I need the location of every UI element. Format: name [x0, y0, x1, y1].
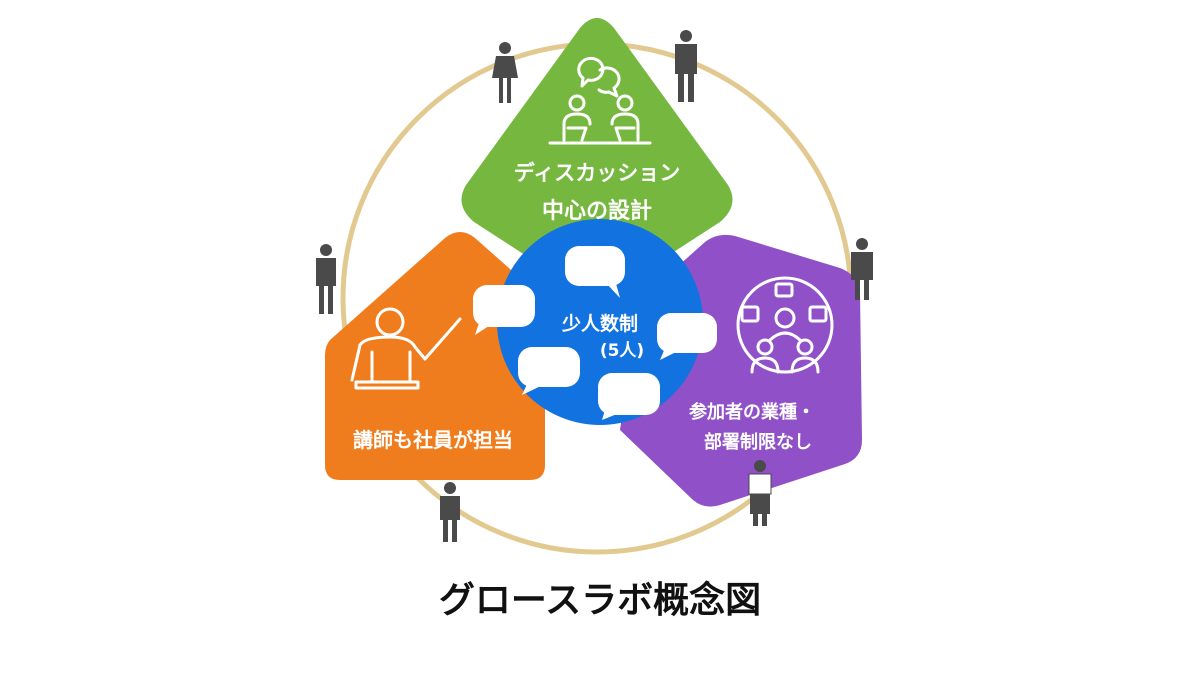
diagram-title: グロースラボ概念図: [439, 579, 761, 621]
person-icon: [675, 30, 697, 102]
center-line1: 少人数制: [561, 312, 638, 335]
person-icon: [440, 482, 460, 542]
lecturer-icon: [350, 307, 462, 390]
person-icon: [492, 42, 518, 103]
center-line2: (5人): [600, 341, 644, 361]
segment-discussion-line2: 中心の設計: [542, 198, 652, 224]
discussion-icon: [548, 56, 652, 145]
person-icons: [316, 30, 873, 542]
speech-bubble-icons: [473, 246, 717, 420]
segment-discussion-line1: ディスカッション: [514, 161, 681, 185]
segment-diversity-line1: 参加者の業種・: [689, 401, 815, 423]
segment-diversity-line2: 部署制限なし: [704, 431, 812, 453]
diverse-group-icon: [736, 276, 834, 374]
segment-discussion: [461, 18, 733, 296]
person-icon: [316, 244, 336, 314]
segment-lecturer-line1: 講師も社員が担当: [353, 428, 513, 452]
person-icon: [851, 238, 873, 300]
person-icon: [748, 460, 772, 526]
